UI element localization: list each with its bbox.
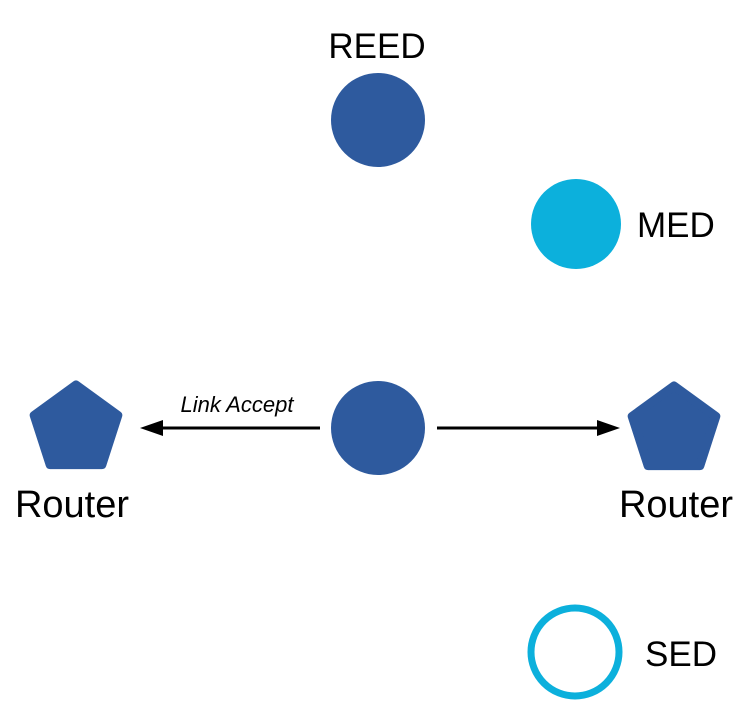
- reed-label: REED: [328, 27, 425, 66]
- right-arrowhead-icon: [597, 420, 620, 436]
- left-arrowhead-icon: [140, 420, 163, 436]
- link-accept-edge-label: Link Accept: [181, 392, 295, 417]
- router-left-label: Router: [15, 484, 129, 526]
- med-node-circle: [531, 179, 621, 269]
- reed-node-circle: [331, 73, 425, 167]
- sed-node-circle: [527, 604, 623, 700]
- med-label: MED: [637, 206, 715, 245]
- router-right-pentagon-edge: [627, 381, 721, 471]
- parent-node-circle: [331, 381, 425, 475]
- router-right-label: Router: [619, 484, 733, 526]
- router-left-pentagon-edge: [29, 380, 123, 470]
- sed-label: SED: [645, 635, 717, 674]
